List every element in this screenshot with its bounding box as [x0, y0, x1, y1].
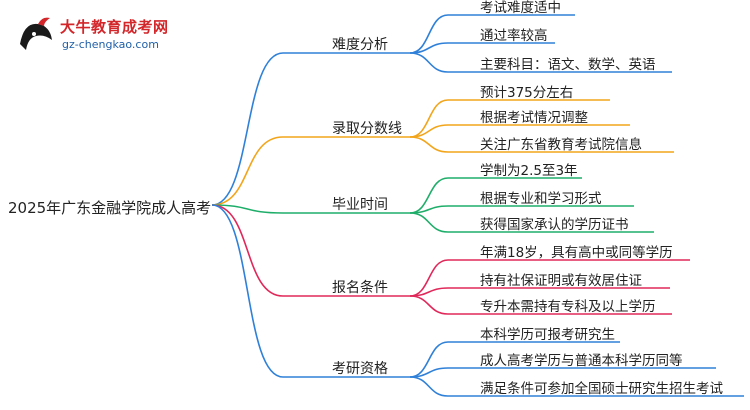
branch-connector	[211, 52, 410, 206]
leaf-connector	[409, 295, 672, 315]
branch-connector	[211, 204, 410, 214]
leaf-label: 主要科目：语文、数学、英语	[480, 57, 656, 73]
leaf-connector	[409, 259, 690, 297]
leaf-connector	[409, 99, 610, 138]
leaf-label: 获得国家承认的学历证书	[480, 217, 629, 233]
branch-label: 考研资格	[332, 361, 388, 377]
leaf-connector	[409, 52, 672, 73]
bull-logo-icon	[20, 17, 52, 50]
leaf-label: 持有社保证明或有效居住证	[480, 273, 642, 289]
leaf-label: 本科学历可报考研究生	[480, 327, 615, 343]
branch-label: 录取分数线	[332, 121, 402, 137]
branch-connector	[211, 204, 410, 378]
leaf-connector	[409, 136, 674, 153]
leaf-label: 成人高考学历与普通本科学历同等	[480, 353, 683, 369]
logo-site-name: 大牛教育成考网	[60, 18, 169, 36]
root-topic: 2025年广东金融学院成人高考	[8, 199, 212, 217]
leaf-label: 根据考试情况调整	[480, 110, 588, 126]
leaf-connector	[409, 124, 630, 138]
leaf-label: 学制为2.5至3年	[480, 163, 578, 179]
branch-label: 毕业时间	[332, 197, 388, 213]
leaf-connector	[409, 376, 744, 397]
branch-label: 报名条件	[332, 280, 388, 296]
branch-connector	[211, 136, 410, 206]
site-logo[interactable]: 大牛教育成考网 gz-chengkao.com	[14, 14, 184, 56]
leaf-connector	[409, 177, 582, 214]
leaf-connector	[409, 287, 670, 297]
leaf-label: 根据专业和学习形式	[480, 191, 602, 207]
leaf-label: 满足条件可参加全国硕士研究生招生考试	[480, 381, 723, 397]
leaf-label: 通过率较高	[480, 28, 548, 44]
leaf-label: 考试难度适中	[480, 0, 561, 16]
leaf-connector	[409, 14, 575, 54]
leaf-label: 预计375分左右	[480, 85, 574, 101]
leaf-label: 专升本需持有专科及以上学历	[480, 299, 656, 315]
leaf-label: 年满18岁，具有高中或同等学历	[480, 245, 673, 261]
branch-label: 难度分析	[332, 37, 388, 53]
leaf-connector	[409, 212, 654, 233]
logo-site-url: gz-chengkao.com	[62, 38, 159, 51]
branch-connector	[211, 204, 410, 297]
leaf-connector	[409, 367, 716, 378]
leaf-connector	[409, 42, 555, 54]
leaf-connector	[409, 205, 634, 214]
leaf-label: 关注广东省教育考试院信息	[480, 137, 642, 153]
